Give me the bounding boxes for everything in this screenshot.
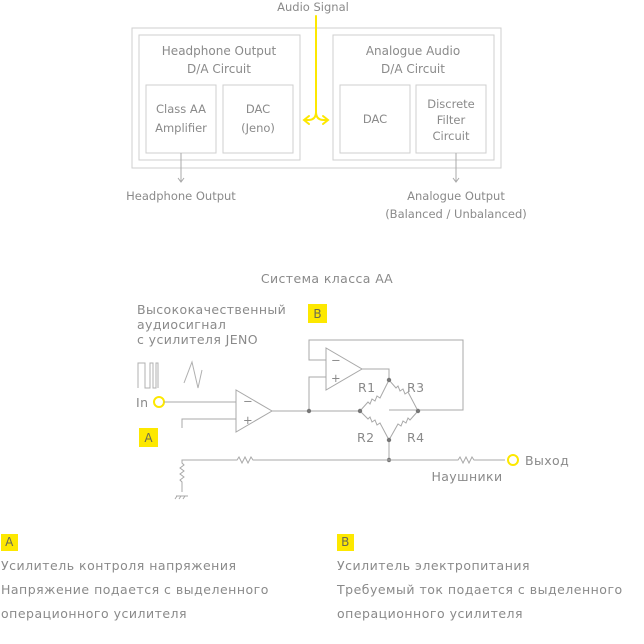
resistor-bridge — [359, 379, 419, 460]
headphone-block-title-2: D/A Circuit — [187, 62, 251, 76]
discrete-filter-label-2: Filter — [437, 113, 466, 127]
discrete-filter-label-3: Circuit — [432, 129, 470, 143]
analogue-output-label-1: Analogue Output — [407, 189, 505, 203]
label-r2: R2 — [357, 430, 374, 445]
discrete-filter-box — [415, 84, 487, 154]
class-aa-label-1: Class AA — [156, 102, 206, 116]
badge-a — [139, 428, 158, 447]
legend-a: A Усилитель контроля напряжения Напряжен… — [1, 530, 269, 626]
opamp-a-plus: + — [243, 413, 253, 427]
opamp-b — [308, 339, 464, 412]
legend-b-line-3: операционного усилителя — [337, 606, 524, 621]
output-terminal — [507, 454, 519, 466]
audio-signal-label: Audio Signal — [277, 0, 349, 14]
class-aa-amp-box — [145, 84, 217, 154]
legend-b-line-1: Усилитель электропитания — [337, 558, 531, 573]
input-terminal — [153, 396, 165, 408]
ground-icon — [174, 495, 188, 500]
out-label: Выход — [525, 453, 569, 468]
legend-b-line-2: Требуемый ток подается с выделенного — [337, 582, 623, 597]
discrete-filter-label-1: Discrete — [427, 97, 475, 111]
legend-a-line-1: Усилитель контроля напряжения — [1, 558, 237, 573]
headphone-da-block: Headphone Output D/A Circuit Class AA Am… — [138, 34, 301, 161]
analogue-output-arrow — [452, 153, 460, 183]
analogue-block-title-1: Analogue Audio — [366, 44, 460, 58]
legend-b-badge: B — [337, 534, 354, 551]
dac-box — [339, 84, 411, 154]
analogue-output-label-2: (Balanced / Unbalanced) — [385, 207, 527, 221]
opamp-b-minus: − — [331, 353, 341, 367]
label-r1: R1 — [358, 380, 375, 395]
resistor-r1 — [359, 379, 390, 412]
dac-jeno-label-1: DAC — [246, 102, 270, 116]
badge-a-label: A — [144, 431, 153, 445]
legend-a-line-3: операционного усилителя — [1, 606, 188, 621]
junction-dots — [306, 377, 421, 463]
schematic-title: Система класса АА — [261, 271, 393, 286]
bottom-rail — [174, 455, 505, 500]
legend-a-line-2: Напряжение подается с выделенного — [1, 582, 269, 597]
headphone-block-title-1: Headphone Output — [162, 44, 277, 58]
dac-jeno-box — [222, 84, 294, 154]
legend-b: B Усилитель электропитания Требуемый ток… — [337, 530, 623, 626]
dac-label: DAC — [363, 112, 387, 126]
opamp-b-plus: + — [331, 371, 341, 385]
class-aa-label-2: Amplifier — [155, 121, 207, 135]
sawtooth-wave-icon — [183, 360, 203, 389]
badge-b-label: B — [313, 307, 321, 321]
input-desc-line-3: с усилителя JENO — [137, 332, 258, 347]
in-label: In — [136, 395, 148, 410]
headphones-label: Наушники — [431, 469, 502, 484]
legend-a-badge: A — [1, 534, 18, 551]
audio-signal-split-arrow — [302, 15, 330, 125]
badge-b — [308, 304, 327, 323]
analogue-block-title-2: D/A Circuit — [381, 62, 445, 76]
label-r4: R4 — [407, 430, 424, 445]
square-wave-icon — [137, 362, 159, 389]
opamp-a-minus: − — [243, 394, 253, 408]
headphone-output-arrow — [177, 153, 185, 183]
opamp-a — [164, 389, 309, 433]
resistor-r2 — [359, 410, 390, 441]
input-desc-line-1: Высококачественный — [137, 302, 286, 317]
headphone-output-label: Headphone Output — [126, 189, 236, 203]
resistor-r4 — [388, 410, 419, 441]
input-desc-line-2: аудиосигнал — [137, 317, 226, 332]
analogue-da-block: Analogue Audio D/A Circuit DAC Discrete … — [332, 34, 495, 161]
dac-jeno-label-2: (Jeno) — [241, 121, 275, 135]
resistor-r3 — [388, 379, 419, 412]
label-r3: R3 — [407, 380, 424, 395]
